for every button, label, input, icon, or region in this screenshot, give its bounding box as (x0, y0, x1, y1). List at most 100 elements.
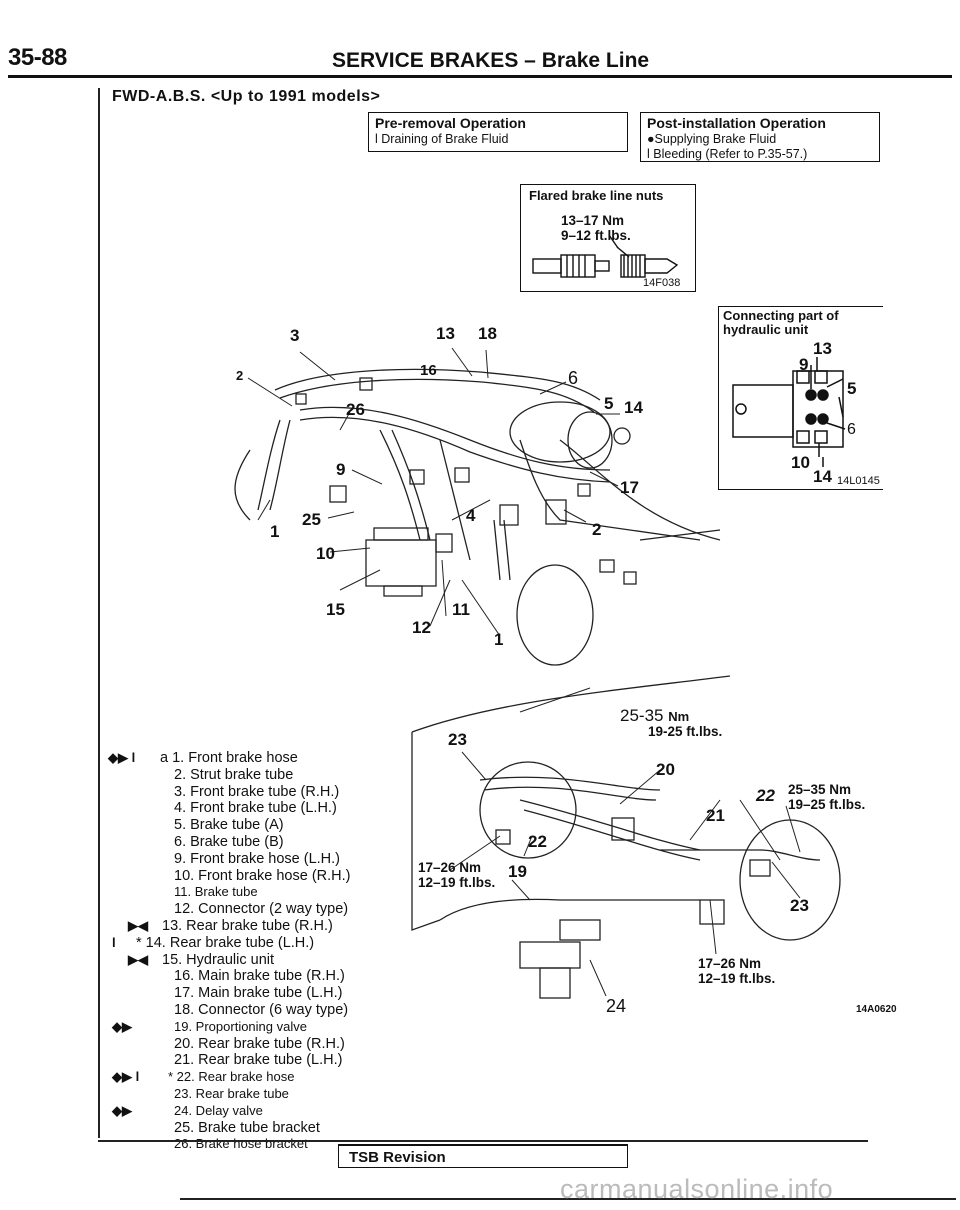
parts-legend: ◆▶ l a 1. Front brake hose 2. Strut brake… (108, 750, 408, 1153)
torque-top-nm: 25-35 Nm (620, 706, 689, 726)
model-line: FWD-A.B.S. <Up to 1991 models> (112, 88, 381, 105)
inset-callout-10: 10 (791, 453, 810, 472)
legend-row: 9. Front brake hose (L.H.) (108, 851, 408, 868)
flared-nuts-torque-ftlbs: 9–12 ft.lbs. (561, 228, 631, 243)
legend-text: 9. Front brake hose (L.H.) (174, 850, 341, 867)
legend-text: 25. Brake tube bracket (174, 1119, 320, 1136)
legend-text: 3. Front brake tube (R.H.) (174, 783, 340, 800)
callout-22-center: 22 (528, 832, 547, 851)
rear-diagram-code: 14A0620 (856, 1004, 897, 1015)
callout-11: 11 (452, 600, 470, 619)
legend-text: 6. Brake tube (B) (174, 833, 284, 850)
legend-row: 4. Front brake tube (L.H.) (108, 800, 408, 817)
flared-nuts-code: 14F038 (643, 277, 681, 289)
callout-23-right: 23 (790, 896, 809, 915)
legend-text: * 14. Rear brake tube (L.H.) (136, 934, 315, 951)
legend-row: 21. Rear brake tube (L.H.) (108, 1052, 408, 1069)
callout-2-left: 2 (236, 368, 244, 383)
title-dash: – (524, 49, 536, 72)
torque-bottom-ft: 12–19 ft.lbs. (698, 971, 776, 986)
legend-row: ◆▶ 24. Delay valve (108, 1103, 408, 1120)
pre-removal-box: Pre-removal Operation l Draining of Brak… (368, 112, 628, 152)
legend-text: 13. Rear brake tube (R.H.) (162, 917, 333, 934)
legend-row: 20. Rear brake tube (R.H.) (108, 1036, 408, 1053)
legend-text: 5. Brake tube (A) (174, 817, 284, 834)
watermark: carmanualsonline.info (560, 1174, 834, 1204)
legend-text: 26. Brake hose bracket (174, 1136, 308, 1152)
callout-20: 20 (656, 760, 675, 779)
legend-marker: ◆▶ (112, 1018, 132, 1034)
torque-left-ft: 12–19 ft.lbs. (418, 875, 496, 890)
legend-text: 12. Connector (2 way type) (174, 901, 349, 918)
legend-text: 2. Strut brake tube (174, 766, 294, 783)
legend-row: l* 14. Rear brake tube (L.H.) (108, 935, 408, 952)
left-margin-rule (98, 88, 100, 1138)
legend-text: 21. Rear brake tube (L.H.) (174, 1052, 343, 1069)
connecting-part-inset: Connecting part of hydraulic unit 13 9 5… (718, 306, 883, 490)
pre-removal-title: Pre-removal Operation (375, 115, 526, 131)
legend-row: ◆▶19. Proportioning valve (108, 1019, 408, 1036)
legend-row: 11. Brake tube (108, 884, 408, 901)
legend-text: 24. Delay valve (174, 1102, 263, 1118)
legend-row: ◆▶ l * 22. Rear brake hose (108, 1069, 408, 1086)
legend-text: 18. Connector (6 way type) (174, 1001, 349, 1018)
torque-left-nm: 17–26 Nm (418, 860, 482, 875)
header-rule (8, 75, 952, 78)
legend-row: 2. Strut brake tube (108, 767, 408, 784)
legend-row: 5. Brake tube (A) (108, 817, 408, 834)
legend-text: 10. Front brake hose (R.H.) (174, 867, 351, 884)
legend-marker: ◆▶ l (112, 1069, 140, 1085)
callout-17: 17 (620, 478, 639, 497)
legend-text: 15. Hydraulic unit (162, 951, 275, 968)
torque-top-unit: Nm (668, 709, 690, 724)
legend-marker: ▶◀ (128, 951, 148, 967)
footer-top-rule (98, 1140, 868, 1142)
subsection-title: Brake Line (541, 49, 650, 72)
callout-13: 13 (436, 324, 455, 343)
torque-right-ft: 19–25 ft.lbs. (788, 797, 866, 812)
flared-nuts-title: Flared brake line nuts (529, 188, 664, 203)
callout-18: 18 (478, 324, 497, 343)
torque-bottom-nm: 17–26 Nm (698, 956, 762, 971)
legend-marker: ◆▶ l (108, 750, 136, 765)
inset-callout-6: 6 (847, 421, 856, 438)
legend-text: 4. Front brake tube (L.H.) (174, 800, 337, 817)
legend-text: 23. Rear brake tube (174, 1085, 289, 1101)
callout-19: 19 (508, 862, 527, 881)
legend-row: 16. Main brake tube (R.H.) (108, 968, 408, 985)
torque-top-value: 25-35 (620, 706, 664, 725)
torque-top-ft: 19-25 ft.lbs. (648, 724, 723, 739)
legend-row: 12. Connector (2 way type) (108, 901, 408, 918)
page-title: SERVICE BRAKES – Brake Line (332, 49, 649, 73)
callout-24: 24 (606, 996, 627, 1016)
callout-6: 6 (568, 368, 579, 388)
post-installation-item: l Bleeding (Refer to P.35-57.) (647, 147, 808, 161)
legend-text: 11. Brake tube (174, 884, 258, 900)
callout-2-right: 2 (592, 520, 602, 539)
post-installation-title: Post-installation Operation (647, 115, 826, 131)
flare-nut-drawing (532, 234, 679, 278)
connecting-part-title-line2: hydraulic unit (723, 322, 809, 337)
connecting-part-title: Connecting part of hydraulic unit (723, 309, 839, 337)
callout-14: 14 (624, 398, 643, 417)
callout-12: 12 (412, 618, 431, 637)
callout-22-right: 22 (756, 786, 775, 805)
inset-callout-13: 13 (813, 339, 832, 358)
callout-3: 3 (290, 326, 300, 345)
legend-marker: ▶◀ (128, 917, 148, 933)
post-installation-box: Post-installation Operation ●Supplying B… (640, 112, 880, 162)
pre-removal-item: l Draining of Brake Fluid (375, 132, 509, 146)
callout-4: 4 (466, 506, 476, 525)
legend-text: a 1. Front brake hose (160, 750, 298, 766)
inset-callout-14: 14 (813, 467, 832, 486)
legend-marker: ◆▶ (112, 1102, 132, 1118)
callout-15: 15 (326, 600, 345, 619)
legend-row: 3. Front brake tube (R.H.) (108, 784, 408, 801)
legend-row: ▶◀ 15. Hydraulic unit (108, 952, 408, 969)
torque-right-nm: 25–35 Nm (788, 782, 852, 797)
connecting-part-code: 14L0145 (837, 475, 880, 487)
legend-text: * 22. Rear brake hose (168, 1069, 295, 1085)
hydraulic-unit-drawing (732, 357, 846, 467)
section-title: SERVICE BRAKES (332, 49, 519, 72)
